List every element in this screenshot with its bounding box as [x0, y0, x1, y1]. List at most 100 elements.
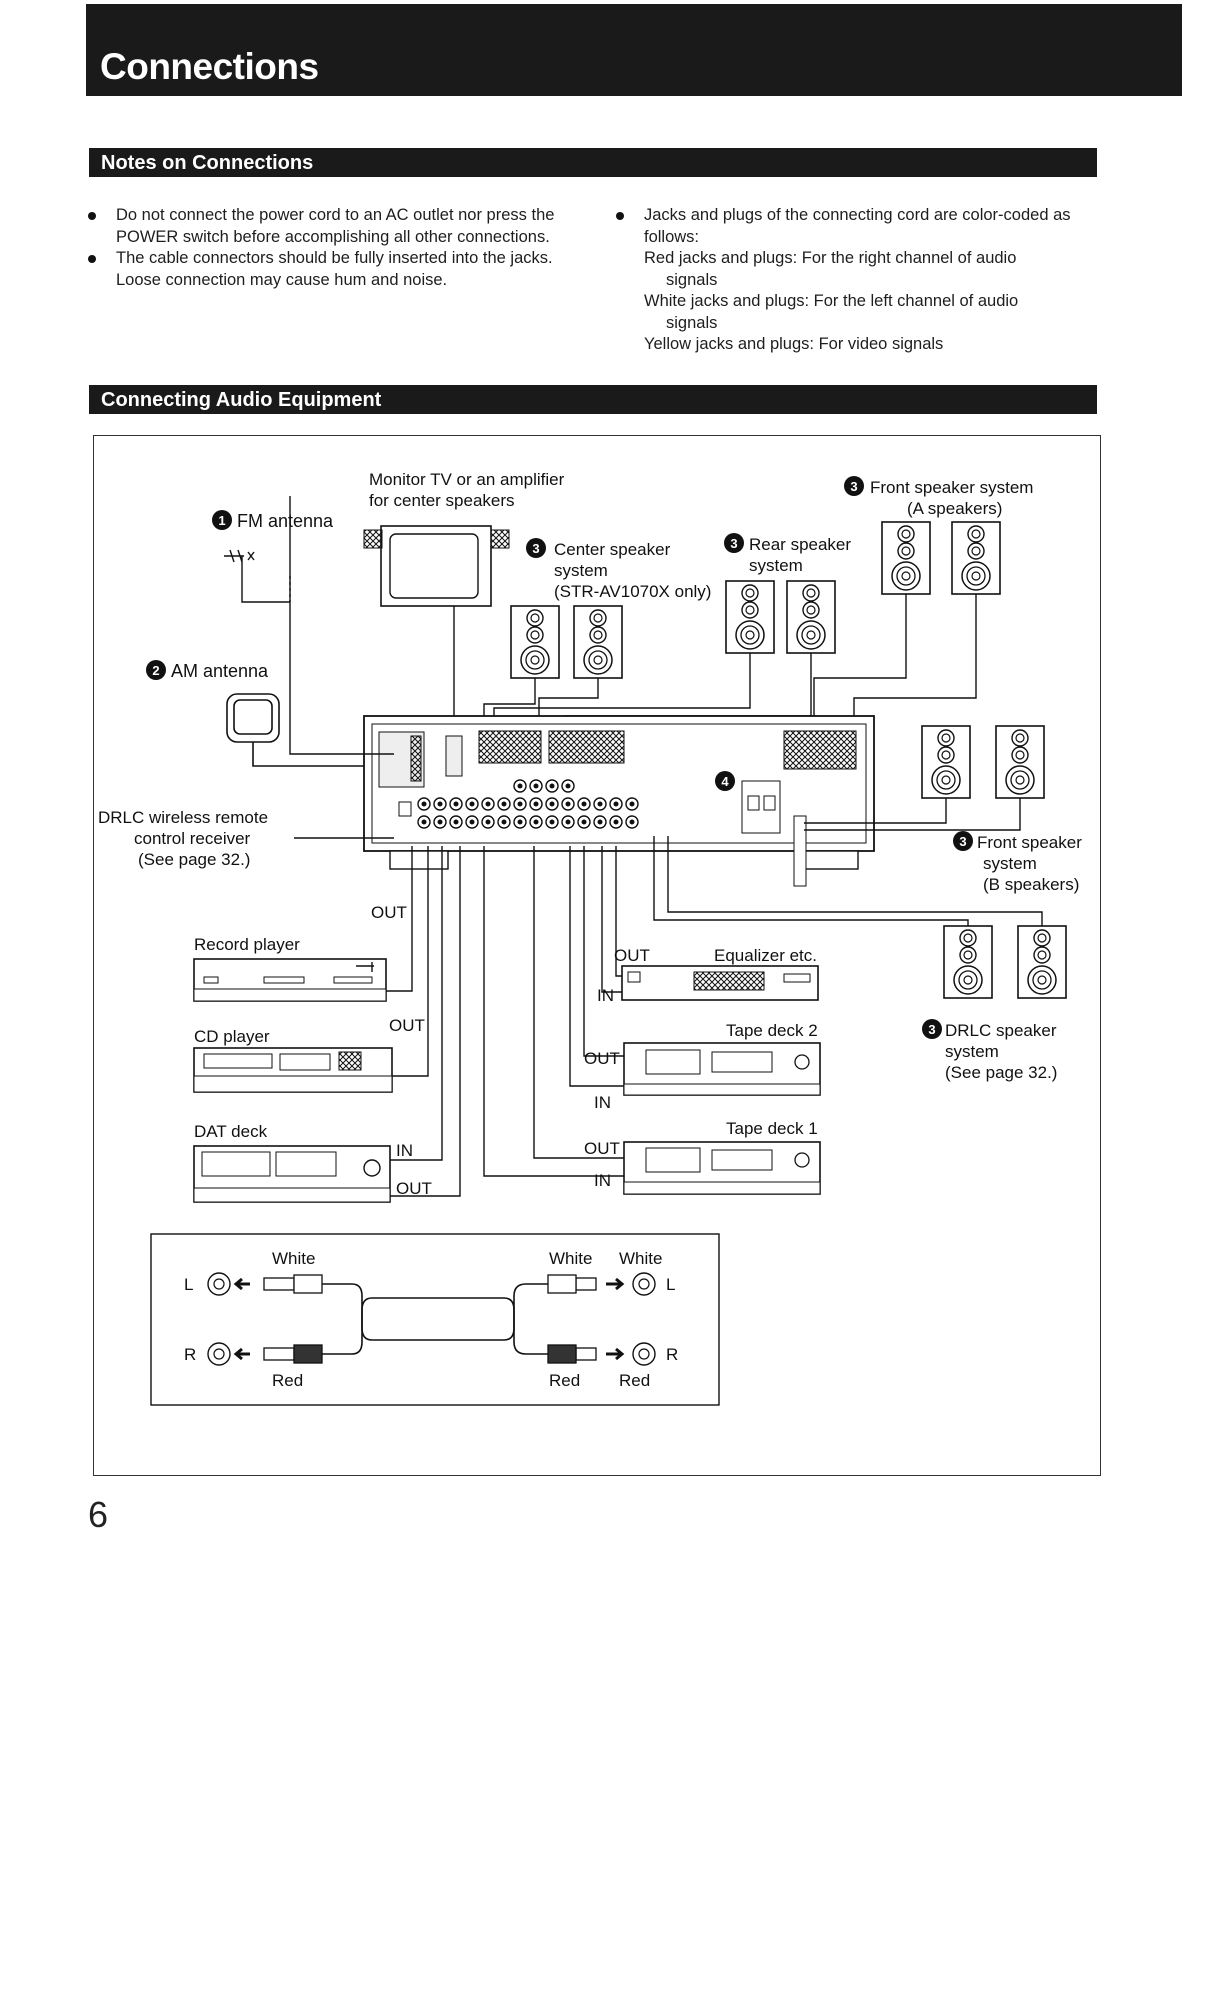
front-a-number-badge: 3 [844, 476, 864, 496]
am-antenna-label: AM antenna [171, 661, 269, 681]
cord-red-right: Red [619, 1371, 650, 1390]
center-speaker-right [573, 605, 623, 679]
tape-deck-2-in-label: IN [594, 1093, 611, 1112]
drlc-speaker-label-line3: (See page 32.) [945, 1063, 1057, 1082]
cord-r-left: R [184, 1345, 196, 1364]
front-b-speaker-left [921, 725, 971, 799]
num4-badge: 4 [715, 771, 735, 791]
tape-deck-2-out-label: OUT [584, 1049, 620, 1068]
tape-deck-1-label: Tape deck 1 [726, 1119, 818, 1138]
cord-l-left: L [184, 1275, 193, 1294]
page-title: Connections [100, 46, 319, 87]
note-line: White jacks and plugs: For the left chan… [644, 292, 1019, 310]
svg-text:4: 4 [721, 774, 729, 789]
fm-antenna-label: FM antenna [237, 511, 334, 531]
cord-red-left: Red [272, 1371, 303, 1390]
tape-deck-1-out-label: OUT [584, 1139, 620, 1158]
drlc-speaker-label-line2: system [945, 1042, 999, 1061]
page-title-bar: Connections [86, 4, 1182, 96]
note-line: signals [666, 270, 718, 289]
note-line: signals [666, 313, 718, 332]
eq-in-label: IN [597, 986, 614, 1005]
svg-text:3: 3 [532, 541, 539, 556]
svg-text:3: 3 [730, 536, 737, 551]
rear-speaker-label-line2: system [749, 556, 803, 575]
dat-deck-icon [193, 1145, 391, 1203]
connection-diagram-svg: 1 FM antenna 2 AM antenna Monitor TV or … [98, 470, 1082, 1406]
receiver-rear-panel: 4 [363, 715, 875, 887]
remote-receiver-label-line3: (See page 32.) [138, 850, 250, 869]
audio-heading: Connecting Audio Equipment [101, 389, 382, 411]
svg-text:3: 3 [959, 834, 966, 849]
front-a-label-line1: Front speaker system [870, 478, 1033, 497]
front-a-label-line2: (A speakers) [907, 499, 1002, 518]
note-line: Yellow jacks and plugs: For video signal… [644, 335, 944, 353]
equalizer-icon [621, 965, 819, 1001]
equalizer-label: Equalizer etc. [714, 946, 817, 965]
dat-deck-label: DAT deck [194, 1122, 268, 1141]
record-player-out-label: OUT [371, 903, 407, 922]
cord-white-left: White [272, 1249, 315, 1268]
notes-heading: Notes on Connections [101, 152, 314, 174]
monitor-label-line1: Monitor TV or an amplifier [369, 470, 565, 489]
am-number-badge: 2 [146, 660, 166, 680]
svg-text:3: 3 [928, 1022, 935, 1037]
remote-receiver-label-line2: control receiver [134, 829, 251, 848]
eq-out-label: OUT [614, 946, 650, 965]
fm-number-badge: 1 [212, 510, 232, 530]
rear-number-badge: 3 [724, 533, 744, 553]
rear-speaker-left [725, 580, 775, 654]
svg-text:1: 1 [218, 513, 225, 528]
bullet-icon [616, 212, 624, 220]
drlc-speaker-right [1017, 925, 1067, 999]
center-speaker-label-line2: system [554, 561, 608, 580]
tape-deck-1-in-label: IN [594, 1171, 611, 1190]
remote-receiver-label-line1: DRLC wireless remote [98, 808, 268, 827]
cd-player-out-label: OUT [389, 1016, 425, 1035]
dat-deck-in-label: IN [396, 1141, 413, 1160]
svg-text:2: 2 [152, 663, 159, 678]
drlc-number-badge: 3 [922, 1019, 942, 1039]
dat-deck-out-label: OUT [396, 1179, 432, 1198]
cord-l-right: L [666, 1275, 675, 1294]
front-b-label-line1: Front speaker [977, 833, 1082, 852]
front-a-speaker-left [881, 521, 931, 595]
front-b-label-line3: (B speakers) [983, 875, 1079, 894]
rear-speaker-right [786, 580, 836, 654]
bullet-icon [88, 255, 96, 263]
tape-deck-2-icon [623, 1042, 821, 1096]
notes-left-column: Do not connect the power cord to an AC o… [86, 205, 586, 291]
am-antenna-icon [226, 693, 390, 767]
section-heading-bar: Notes on Connections [89, 148, 1097, 177]
tape-deck-1-icon [623, 1141, 821, 1195]
center-speaker-label-line3: (STR-AV1070X only) [554, 582, 711, 601]
monitor-label-line2: for center speakers [369, 491, 515, 510]
front-a-speaker-right [951, 521, 1001, 595]
bullet-icon [88, 212, 96, 220]
notes-right-column: Jacks and plugs of the connecting cord a… [614, 205, 1074, 356]
cd-player-label: CD player [194, 1027, 270, 1046]
connection-diagram: 1 FM antenna 2 AM antenna Monitor TV or … [93, 435, 1101, 1476]
cord-legend: White White White L L R R Red Red Red [150, 1233, 720, 1406]
front-b-number-badge: 3 [953, 831, 973, 851]
record-player-icon [193, 958, 387, 1002]
cd-player-icon [193, 1047, 393, 1093]
svg-text:3: 3 [850, 479, 857, 494]
page-number: 6 [88, 1494, 109, 1535]
drlc-speaker-left [943, 925, 993, 999]
cord-r-right: R [666, 1345, 678, 1364]
front-b-label-line2: system [983, 854, 1037, 873]
center-speaker-label-line1: Center speaker [554, 540, 671, 559]
front-b-speaker-right [995, 725, 1045, 799]
rear-speaker-label-line1: Rear speaker [749, 535, 851, 554]
drlc-speaker-label-line1: DRLC speaker [945, 1021, 1057, 1040]
record-player-label: Record player [194, 935, 300, 954]
note-item: Do not connect the power cord to an AC o… [86, 205, 586, 248]
center-number-badge: 3 [526, 538, 546, 558]
note-line: Red jacks and plugs: For the right chann… [644, 249, 1017, 267]
cord-white-mid: White [549, 1249, 592, 1268]
cord-red-mid: Red [549, 1371, 580, 1390]
cord-white-right: White [619, 1249, 662, 1268]
center-speaker-left [510, 605, 560, 679]
note-item: Jacks and plugs of the connecting cord a… [614, 205, 1074, 356]
